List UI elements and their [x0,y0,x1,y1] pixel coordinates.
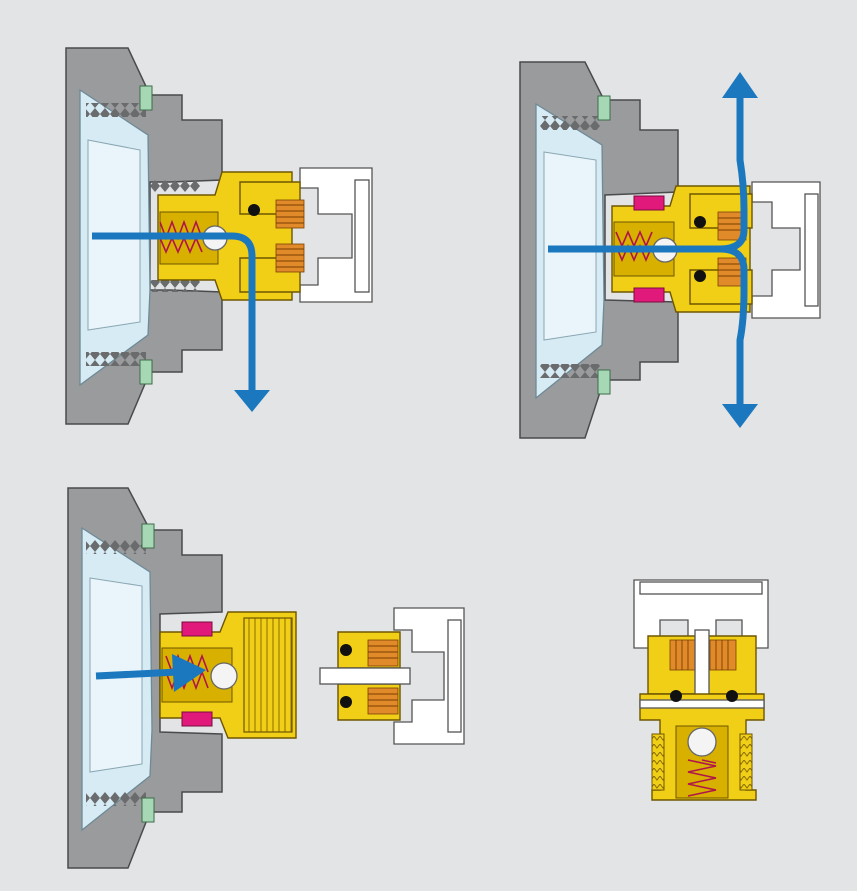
lower-coil [367,687,399,715]
upper-coil [367,639,399,667]
pink-gasket-top [633,195,665,211]
o-ring-lower [340,696,352,708]
panel-bottom-right [633,579,769,801]
white-connector [751,181,821,319]
wall-thread-top [86,540,146,554]
flow-arrow-head [234,390,270,412]
o-ring-upper [248,204,260,216]
pink-gasket-bottom [181,711,213,727]
wall-thread-bottom [540,364,600,378]
panel-top-right [519,61,821,439]
connector-face [354,179,370,293]
flow-arrow-head-up [722,72,758,98]
green-gasket-bottom [597,369,611,395]
valve-spring [687,759,717,797]
o-ring-right [726,690,738,702]
panel-bottom-left [67,487,465,869]
inner-thread-top [150,180,200,192]
check-ball [210,662,238,690]
flow-arrow-down [719,245,748,408]
check-ball [687,727,717,757]
detached-connector [319,607,465,745]
o-ring-left [670,690,682,702]
left-thread [651,733,665,791]
wall-thread-top [86,103,146,117]
left-coil [669,639,697,671]
green-gasket-bottom [141,797,155,823]
pink-gasket-bottom [633,287,665,303]
flow-arrow-head [172,654,206,692]
spacer-ring [639,699,765,709]
green-gasket-top [141,523,155,549]
panel-top-left [65,47,373,425]
o-ring-upper [340,644,352,656]
wall-thread-bottom [86,792,146,806]
connector-face [804,193,819,307]
pink-gasket-top [181,621,213,637]
green-gasket-top [139,85,153,111]
o-ring-upper [694,216,706,228]
lower-coil [275,243,305,273]
inner-thread-bottom [150,280,200,292]
upper-coil [275,199,305,229]
flow-arrow-head-down [722,404,758,428]
connector-face [639,581,763,595]
flow-arrow [92,232,256,395]
right-thread [739,733,753,791]
right-coil [709,639,737,671]
threaded-cap [243,617,293,733]
green-gasket-top [597,95,611,121]
green-gasket-bottom [139,359,153,385]
wall-thread-bottom [86,352,146,366]
o-ring-lower [694,270,706,282]
wall-thread-top [540,116,600,130]
plug-pin [319,667,411,685]
white-connector [299,167,373,303]
flow-arrow [95,668,179,680]
